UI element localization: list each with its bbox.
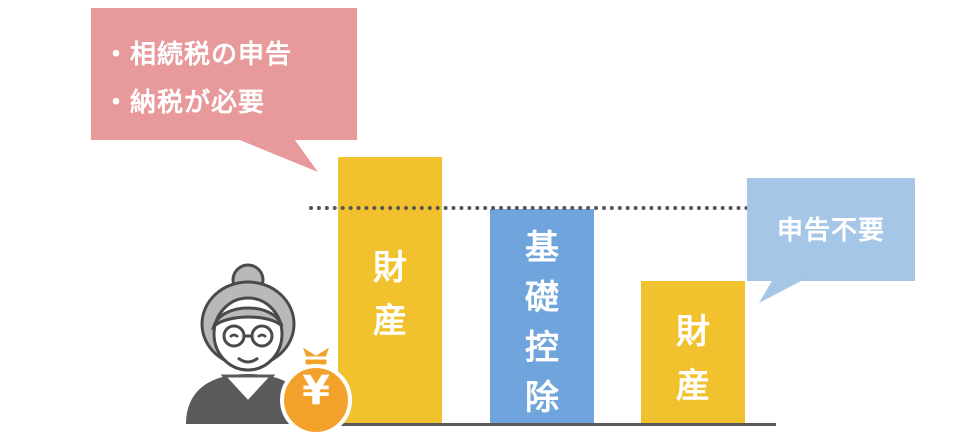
bar-label-char: 礎 — [525, 278, 559, 318]
money-bag-icon — [280, 340, 352, 436]
callout-tax-required: ・相続税の申告 ・納税が必要 — [91, 8, 357, 140]
grandmother-icon — [186, 263, 310, 424]
callout-tail-red — [230, 136, 318, 172]
bar-label-char: 控 — [525, 328, 559, 368]
callout-no-filing: 申告不要 — [747, 178, 915, 281]
yen-symbol: ¥ — [302, 368, 330, 414]
callout-line-filing: ・相続税の申告 — [103, 40, 293, 70]
threshold-line — [309, 206, 749, 210]
callout-tail-blue — [759, 279, 805, 303]
bar-label-char: 産 — [676, 366, 710, 406]
bar-label-char: 財 — [676, 312, 710, 352]
bar-label-char: 除 — [525, 378, 559, 418]
baseline — [313, 423, 776, 426]
bar-property-large: 財 産 — [338, 157, 442, 424]
bar-label-char: 財 — [373, 248, 407, 288]
callout-line-payment: ・納税が必要 — [103, 88, 266, 118]
bar-label-char: 基 — [525, 228, 559, 268]
bar-property-small: 財 産 — [641, 281, 745, 424]
bar-label-char: 産 — [373, 301, 407, 341]
callout-no-filing-text: 申告不要 — [776, 216, 885, 246]
bar-basic-deduction: 基 礎 控 除 — [490, 209, 594, 424]
